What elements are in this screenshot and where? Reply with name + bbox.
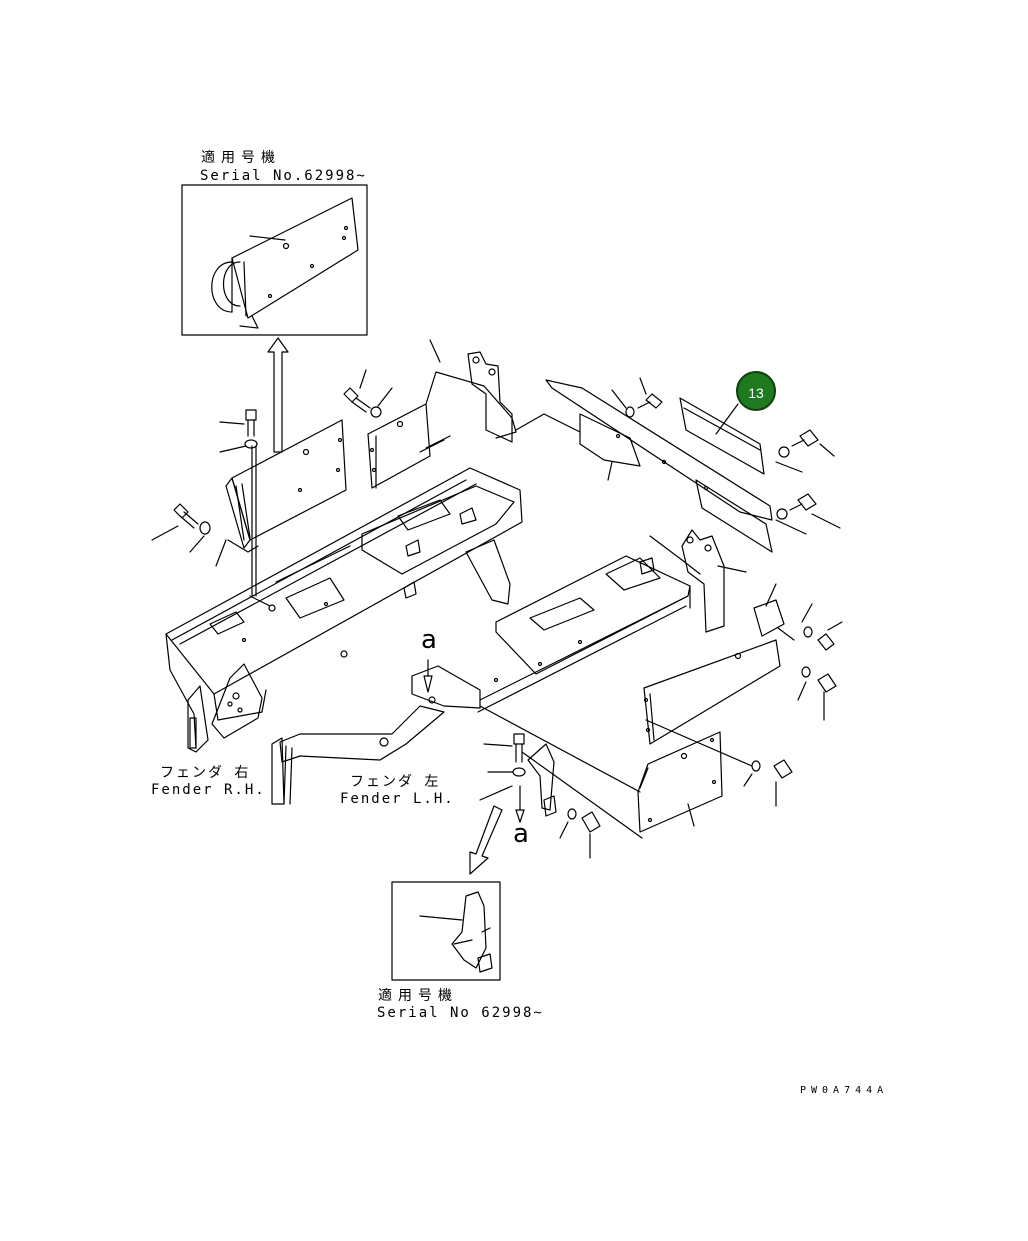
inset-bottom-serial-en: Serial No 62998~: [377, 1005, 544, 1021]
fender-lh-jp: フェンダ 左: [350, 774, 441, 790]
upper-middle-panel: [367, 339, 581, 489]
bolt-upper-middle: [343, 369, 393, 418]
inset-bottom-serial-jp: 適用号機: [378, 988, 458, 1004]
view-marker-top: a: [421, 625, 437, 655]
upper-right-plate: [679, 397, 765, 475]
right-lower-panel: [643, 639, 837, 745]
inset-top-serial-en: Serial No.62998~: [200, 168, 367, 184]
arrow-down-to-inset: [469, 805, 503, 875]
fender-lh-en: Fender L.H.: [340, 791, 455, 807]
right-bracket: [649, 529, 843, 651]
bolts-right: [775, 429, 841, 535]
part-callout-13[interactable]: 13: [736, 371, 776, 411]
bottom-bracket: [423, 659, 601, 859]
top-rail-panel: [545, 377, 773, 553]
lower-center-panel: [479, 705, 793, 839]
inset-top-serial-jp: 適用号機: [201, 150, 281, 166]
main-frame-rh: [165, 467, 523, 753]
fender-rh-jp: フェンダ 右: [160, 765, 251, 781]
inset-top: [181, 184, 368, 336]
view-marker-bottom: a: [513, 819, 529, 849]
fender-panel-rh: [219, 409, 347, 597]
bolt-left: [151, 503, 227, 567]
fender-rh-en: Fender R.H.: [151, 782, 266, 798]
inset-bottom: [391, 881, 501, 981]
drawing-code: PW0A744A: [800, 1085, 889, 1096]
main-frame-lh: [271, 555, 691, 805]
arrow-up-to-inset: [267, 337, 289, 453]
